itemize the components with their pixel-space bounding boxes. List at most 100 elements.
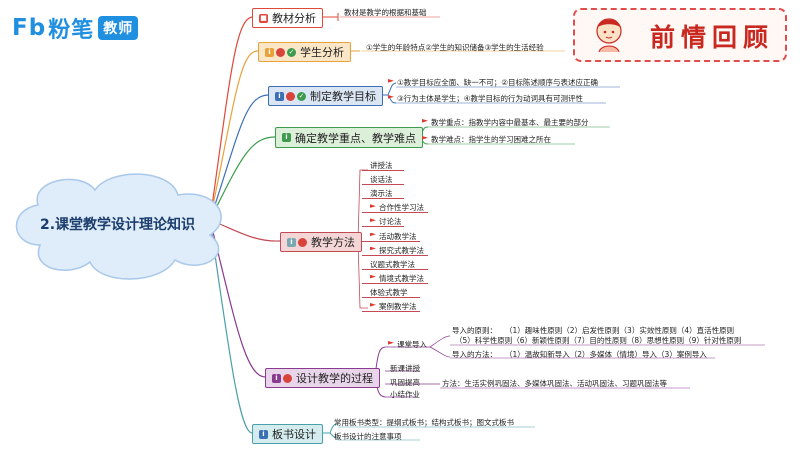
branch-keypoints-label: 确定教学重点、教学难点 xyxy=(295,131,416,145)
logo-mark: Fb xyxy=(12,15,47,41)
info-icon: i xyxy=(282,133,291,142)
method-item-label: 讲授法 xyxy=(370,161,393,170)
branch-objectives[interactable]: i ✓ 制定教学目标 xyxy=(268,86,383,106)
check-icon: ✓ xyxy=(297,91,306,101)
branch-methods-label: 教学方法 xyxy=(311,236,355,249)
flag-icon xyxy=(370,246,376,251)
method-item: 合作性学习法 xyxy=(370,202,424,213)
method-item-underline xyxy=(362,226,404,228)
method-item: 谈话法 xyxy=(370,174,393,185)
check-icon: ✓ xyxy=(287,47,296,57)
method-item-label: 演示法 xyxy=(370,189,393,199)
method-item-label: 探究式教学法 xyxy=(379,245,424,255)
method-item-underline xyxy=(362,212,428,214)
method-item-label: 案例教学法 xyxy=(379,302,417,311)
document-icon: ■ xyxy=(259,13,268,23)
review-title: 前情回顾 xyxy=(650,23,775,52)
branch-objectives-label: 制定教学目标 xyxy=(310,90,376,103)
logo-name: 粉笔 xyxy=(48,18,95,43)
flag-icon xyxy=(422,119,428,123)
info-icon: i xyxy=(265,47,274,57)
process-new-lesson: 新课讲授 xyxy=(390,364,420,373)
flag-icon xyxy=(422,136,428,140)
method-item-underline xyxy=(362,296,420,298)
intro-principles-title: 导入的原则： xyxy=(452,326,497,335)
person-icon xyxy=(286,91,295,101)
process-summary: 小结作业 xyxy=(390,390,420,399)
process-intro-label: 课堂导入 xyxy=(397,340,427,349)
flag-icon xyxy=(370,303,376,307)
person-icon xyxy=(276,47,285,57)
method-item: 探究式教学法 xyxy=(370,245,424,256)
leaf-textbook: 教材是教学的根据和基础 xyxy=(344,8,427,17)
method-item-label: 活动教学法 xyxy=(379,231,417,241)
branch-process[interactable]: i 设计教学的过程 xyxy=(265,368,380,388)
info-icon: i xyxy=(275,91,284,101)
flag-icon xyxy=(388,341,394,345)
flag-icon xyxy=(370,274,376,279)
info-icon: i xyxy=(259,429,268,439)
flag-icon xyxy=(388,95,394,99)
method-item: 案例教学法 xyxy=(370,301,417,312)
method-item: 讨论法 xyxy=(370,216,402,227)
branch-student-label: 学生分析 xyxy=(300,46,344,59)
intro-principles-line2: （5）科学性原则（6）新颖性原则（7）目的性原则（8）思想性原则（9）针对性原则 xyxy=(455,336,742,345)
method-item-underline xyxy=(362,240,420,242)
branch-board[interactable]: i 板书设计 xyxy=(252,424,323,444)
person-icon xyxy=(298,237,307,247)
method-item: 活动教学法 xyxy=(370,231,417,242)
intro-methods-title: 导入的方法： xyxy=(452,350,497,359)
method-item-underline xyxy=(362,254,428,256)
brand-logo: Fb 粉笔 教师 xyxy=(12,14,139,43)
method-item-label: 情境式教学法 xyxy=(379,273,424,283)
leaf-keypoints-2-text: 教学难点：指学生的学习困难之所在 xyxy=(431,135,551,144)
method-item-label: 体验式教学 xyxy=(370,287,408,297)
leaf-board-1: 常用板书类型：提纲式板书；结构式板书；图文式板书 xyxy=(334,418,514,427)
flag-icon xyxy=(388,79,394,83)
leaf-keypoints-2: 教学难点：指学生的学习困难之所在 xyxy=(422,134,551,145)
method-item-underline xyxy=(362,198,404,200)
branch-textbook[interactable]: ■ 教材分析 xyxy=(252,8,323,28)
leaf-objectives-2: ③行为主体是学生；④教学目标的行为动词具有可测评性 xyxy=(388,93,583,104)
teacher-avatar-icon xyxy=(596,18,622,53)
method-item-underline xyxy=(362,170,404,171)
leaf-keypoints-1: 教学重点：指教学内容中最基本、最主要的部分 xyxy=(422,117,589,128)
method-item-label: 谈话法 xyxy=(370,175,393,185)
method-item: 情境式教学法 xyxy=(370,273,424,284)
branch-board-label: 板书设计 xyxy=(272,428,316,441)
branch-methods[interactable]: i 教学方法 xyxy=(280,232,362,252)
leaf-objectives-2-text: ③行为主体是学生；④教学目标的行为动词具有可测评性 xyxy=(397,94,583,103)
method-item: 讲授法 xyxy=(370,160,393,171)
method-item: 议题式教学法 xyxy=(370,259,415,270)
leaf-keypoints-1-text: 教学重点：指教学内容中最基本、最主要的部分 xyxy=(431,118,589,127)
review-banner: 前情回顾 xyxy=(573,8,787,62)
flag-icon xyxy=(370,232,376,237)
method-item-underline xyxy=(362,282,428,284)
leaf-board-2: 板书设计的注意事项 xyxy=(334,432,402,441)
method-item-underline xyxy=(362,268,428,270)
center-topic: 2.课堂教学设计理论知识 xyxy=(40,217,196,233)
info-icon: i xyxy=(287,237,296,247)
method-item: 演示法 xyxy=(370,188,393,199)
process-intro: 课堂导入 xyxy=(388,339,427,350)
logo-tag: 教师 xyxy=(98,16,139,40)
method-item: 体验式教学 xyxy=(370,287,408,298)
branch-keypoints[interactable]: i 确定教学重点、教学难点 xyxy=(275,127,423,148)
flag-icon xyxy=(370,204,376,208)
intro-principles-line1: （1）趣味性原则（2）启发性原则（3）实效性原则（4）直活性原则 xyxy=(505,326,735,335)
leaf-objectives-1-text: ①教学目标应全面、缺一不可；②目标陈述顺序与表述应正确 xyxy=(397,78,598,87)
intro-methods-line: （1）温故知新导入（2）多媒体（情境）导入（3）案例导入 xyxy=(505,350,707,359)
info-icon: i xyxy=(272,373,281,383)
leaf-objectives-1: ①教学目标应全面、缺一不可；②目标陈述顺序与表述应正确 xyxy=(388,77,598,88)
branch-textbook-label: 教材分析 xyxy=(272,12,316,25)
method-item-label: 讨论法 xyxy=(379,217,402,227)
branch-process-label: 设计教学的过程 xyxy=(296,372,373,385)
method-item-underline xyxy=(362,311,420,312)
flag-icon xyxy=(370,218,376,222)
method-item-label: 合作性学习法 xyxy=(379,203,424,213)
branch-student[interactable]: i ✓ 学生分析 xyxy=(258,42,351,62)
process-consolidate: 巩固提高 xyxy=(390,378,420,387)
leaf-student: ①学生的年龄特点②学生的知识储备③学生的生活经验 xyxy=(366,43,544,52)
method-item-underline xyxy=(362,184,404,186)
